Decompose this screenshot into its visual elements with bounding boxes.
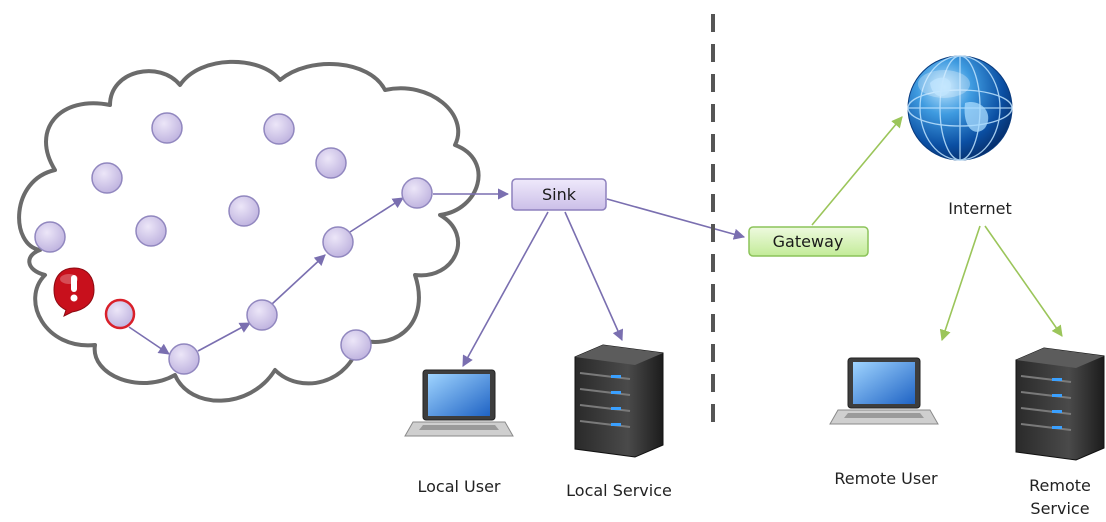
sink-to-local-service-arrow — [564, 211, 624, 342]
sensor-node — [151, 112, 183, 144]
sensor-node — [228, 195, 260, 227]
local-user-label: Local User — [417, 477, 500, 496]
sensor-node — [34, 221, 66, 253]
gateway-to-internet-arrow — [811, 116, 903, 226]
sensor-node — [315, 147, 347, 179]
globe-icon — [907, 55, 1013, 161]
internet-to-remote-user-arrow — [939, 225, 981, 342]
sensor-node — [340, 329, 372, 361]
exclamation-alert-icon — [53, 267, 95, 317]
sensor-cloud — [17, 59, 481, 403]
laptop-icon — [404, 369, 514, 437]
server-icon — [574, 344, 664, 458]
sensor-node — [168, 343, 200, 375]
sink-node: Sink — [511, 178, 607, 211]
sensor-node — [401, 177, 433, 209]
path-arrow — [349, 197, 404, 233]
sensor-nodes — [34, 112, 433, 375]
gateway-label: Gateway — [773, 232, 844, 251]
server-icon — [1015, 347, 1105, 461]
laptop-icon — [829, 357, 939, 425]
remote-service-label-line1: Remote — [1029, 476, 1091, 495]
internet-label: Internet — [948, 199, 1012, 218]
gateway-node: Gateway — [748, 226, 869, 257]
sink-label: Sink — [542, 185, 577, 204]
remote-user-label: Remote User — [834, 469, 938, 488]
cloud-outline — [17, 59, 481, 403]
remote-service-label-line2: Service — [1030, 499, 1089, 518]
path-arrow — [271, 254, 326, 305]
sensor-node — [91, 162, 123, 194]
sink-to-local-user-arrow — [462, 211, 549, 367]
sink-links — [462, 198, 746, 367]
sensor-node — [322, 226, 354, 258]
internet-to-remote-service-arrow — [984, 225, 1063, 337]
internet-links — [811, 116, 1063, 342]
routing-path — [128, 188, 510, 355]
sensor-node — [135, 215, 167, 247]
failed-sensor-node — [104, 298, 136, 330]
local-service-label: Local Service — [566, 481, 672, 500]
path-arrow — [197, 322, 251, 352]
sensor-node — [263, 113, 295, 145]
path-arrow — [128, 326, 170, 355]
sensor-node — [246, 299, 278, 331]
sink-to-gateway-arrow — [606, 198, 746, 240]
